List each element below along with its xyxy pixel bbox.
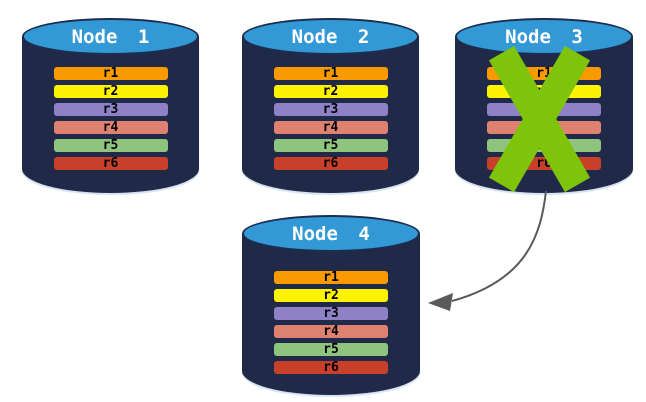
row-r2: r2 [273,85,388,98]
row-r4: r4 [53,121,168,134]
row-r1: r1 [273,67,388,80]
row-r5: r5 [274,343,388,356]
node-4-title: Node 4 [292,222,370,245]
row-r3: r3 [273,103,388,116]
row-r5: r5 [273,139,388,152]
row-r1: r1 [53,67,168,80]
node-1-row-stack: r1 r2 r3 r4 r5 r6 [53,67,168,175]
row-r2: r2 [274,289,388,302]
node-2-title: Node 2 [291,25,370,48]
arrowhead-icon [428,293,453,311]
row-r6: r6 [274,361,388,374]
row-r5: r5 [53,139,168,152]
node-4-cylinder-top: Node 4 [242,215,420,252]
node-2: Node 2 r1 r2 r3 r4 r5 r6 [242,18,419,193]
row-r2: r2 [53,85,168,98]
node-1: Node 1 r1 r2 r3 r4 r5 r6 [22,18,199,193]
node-4-row-stack: r1 r2 r3 r4 r5 r6 [274,271,388,379]
node-3: Node 3 r1 r2 r3 r4 r5 r6 [455,18,633,193]
node-4: Node 4 r1 r2 r3 r4 r5 r6 [242,215,420,395]
row-r3: r3 [53,103,168,116]
row-r4: r4 [274,325,388,338]
failure-x-icon [455,18,633,193]
node-2-cylinder-top: Node 2 [242,18,419,55]
node-1-title: Node 1 [71,25,150,48]
node-3-cylinder-top: Node 3 [455,18,633,55]
row-r6: r6 [53,157,168,170]
row-r3: r3 [274,307,388,320]
row-r1: r1 [274,271,388,284]
node-1-cylinder-top: Node 1 [22,18,199,55]
node-3-title: Node 3 [505,25,583,48]
node-2-row-stack: r1 r2 r3 r4 r5 r6 [273,67,388,175]
row-r4: r4 [273,121,388,134]
row-r6: r6 [273,157,388,170]
